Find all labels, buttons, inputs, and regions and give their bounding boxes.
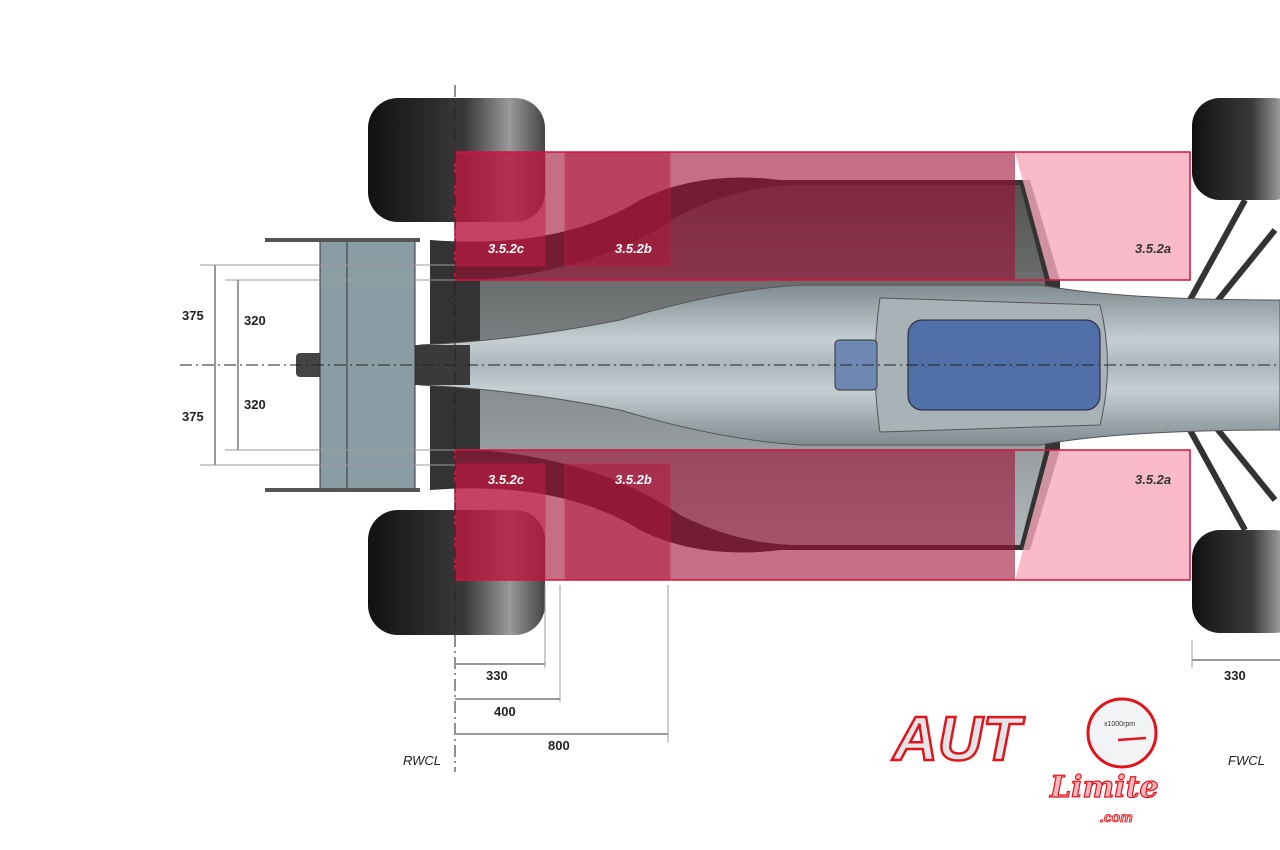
svg-text:Limite: Limite — [1049, 770, 1159, 805]
svg-text:.com: .com — [1100, 809, 1133, 825]
dim-800: 800 — [548, 738, 570, 753]
fwcl-label: FWCL — [1228, 753, 1265, 768]
zone-bottom — [454, 449, 1191, 581]
svg-text:AUT: AUT — [891, 705, 1026, 774]
rwcl-label: RWCL — [403, 753, 441, 768]
logo-gauge-label: x1000rpm — [1104, 721, 1135, 728]
zone-top — [454, 151, 1191, 281]
dim-375-top: 375 — [182, 308, 204, 323]
zone-label-3-5-2b-bottom: 3.5.2b — [615, 472, 652, 487]
zone-label-3-5-2b-top: 3.5.2b — [615, 241, 652, 256]
dim-375-bottom: 375 — [182, 409, 204, 424]
dim-400: 400 — [494, 704, 516, 719]
dim-320-top: 320 — [244, 313, 266, 328]
zone-label-3-5-2a-top: 3.5.2a — [1135, 241, 1171, 256]
wing-dimension-lines — [200, 264, 455, 466]
rear-crash-light — [296, 353, 324, 377]
autolimite-logo: AUT x1000rpm Limite .com — [890, 697, 1159, 825]
dim-330-front: 330 — [1224, 668, 1246, 683]
dim-320-bottom: 320 — [244, 397, 266, 412]
front-suspension — [1187, 198, 1278, 532]
dim-330-rear: 330 — [486, 668, 508, 683]
front-right-tyre — [1192, 530, 1280, 633]
floor-dimension-lines — [455, 585, 1280, 742]
zone-label-3-5-2a-bottom: 3.5.2a — [1135, 472, 1171, 487]
front-left-tyre — [1192, 98, 1280, 200]
zone-label-3-5-2c-bottom: 3.5.2c — [488, 472, 525, 487]
zone-label-3-5-2c-top: 3.5.2c — [488, 241, 525, 256]
